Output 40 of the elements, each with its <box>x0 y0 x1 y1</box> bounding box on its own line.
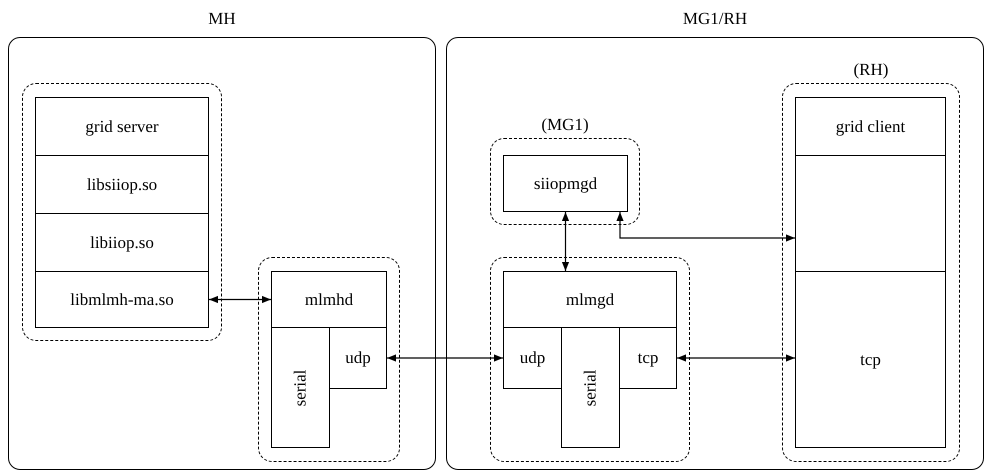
empty-module-box <box>795 155 946 272</box>
module-label: udp <box>345 348 371 368</box>
module-label: mlmgd <box>566 290 614 310</box>
module-label: udp <box>520 348 546 368</box>
module-label: mlmhd <box>304 290 354 310</box>
frame-title: MG1/RH <box>682 9 748 29</box>
module-box <box>35 213 209 272</box>
module-label: serial <box>290 369 310 406</box>
module-label: tcp <box>860 350 881 370</box>
module-box <box>619 327 677 389</box>
module-box <box>271 327 330 448</box>
module-box <box>503 327 562 389</box>
module-box <box>503 155 628 212</box>
double-arrow <box>677 354 795 362</box>
module-label: libiiop.so <box>90 232 154 252</box>
dashed-group <box>22 83 222 341</box>
module-box <box>795 97 946 156</box>
frame-title: MH <box>207 9 237 29</box>
module-box <box>795 271 946 448</box>
double-arrow <box>562 212 570 271</box>
module-box <box>35 97 209 156</box>
module-label: siiopmgd <box>534 174 598 194</box>
group-title: (MG1) <box>540 115 590 135</box>
module-box <box>35 155 209 214</box>
dashed-group <box>258 257 400 462</box>
module-label: libsiiop.so <box>86 174 158 194</box>
double-arrow <box>209 296 271 304</box>
double-arrow <box>387 354 503 362</box>
module-box <box>271 271 387 328</box>
module-box <box>35 271 209 328</box>
module-label: grid client <box>836 116 906 136</box>
dashed-group <box>490 257 690 462</box>
module-label: tcp <box>638 348 658 368</box>
module-box <box>503 271 677 328</box>
module-label: libmlmh-ma.so <box>70 290 174 310</box>
double-arrow <box>616 212 795 242</box>
module-box <box>329 327 387 389</box>
module-label: serial <box>580 369 600 406</box>
module-label: grid server <box>85 116 159 136</box>
group-title: (RH) <box>852 60 890 80</box>
